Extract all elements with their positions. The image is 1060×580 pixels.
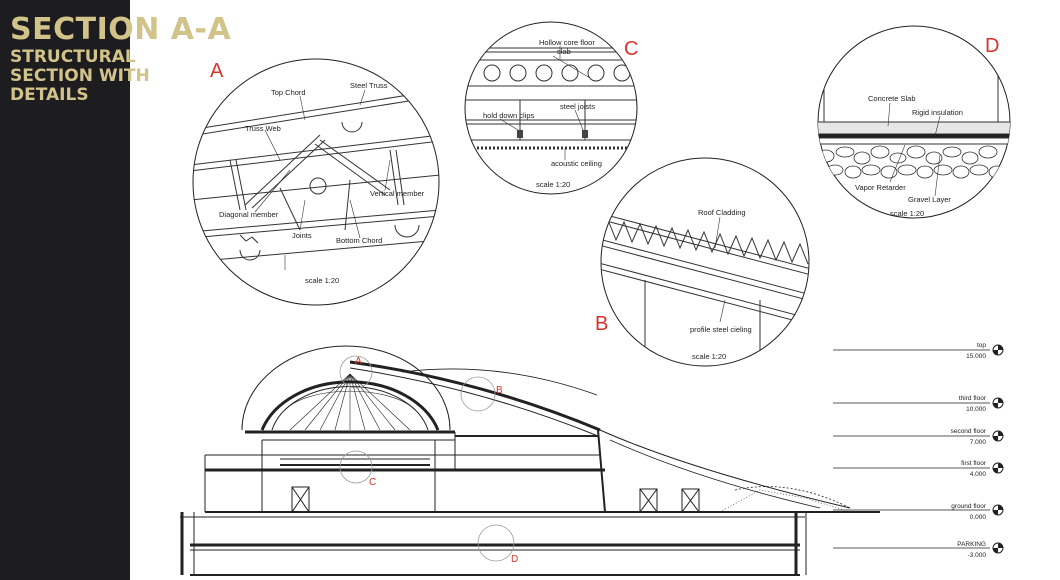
level-top-name: top	[977, 342, 986, 349]
label-bottom-chord: Bottom Chord	[336, 236, 382, 245]
dome-ribs	[284, 373, 416, 431]
label-steel-joists: steel joists	[560, 102, 595, 111]
marker-d-circle	[477, 524, 515, 562]
hollow-core-drawing	[465, 47, 637, 150]
label-gravel-layer: Gravel Layer	[908, 195, 951, 204]
slab-on-grade-drawing	[818, 30, 1010, 179]
detail-b-letter: B	[595, 313, 608, 335]
label-roof-cladding: Roof Cladding	[698, 208, 746, 217]
label-profile-steel-ceiling: profile steel cieling	[690, 325, 752, 334]
marker-c-label: C	[369, 477, 376, 488]
level-first-floor-value: 4.000	[970, 471, 987, 478]
detail-c-letter: C	[624, 38, 638, 60]
label-concrete-slab: Concrete Slab	[868, 94, 916, 103]
detail-a-scale: scale 1:20	[305, 276, 339, 285]
detail-d-letter: D	[985, 35, 999, 57]
detail-d-scale: scale 1:20	[890, 209, 924, 218]
level-marker-second-floor: second floor 7.000	[833, 428, 1004, 446]
title-block: SECTION A-A STRUCTURAL SECTION WITH DETA…	[10, 12, 231, 105]
level-second-floor-value: 7.000	[970, 439, 987, 446]
marker-c-circle	[339, 450, 373, 484]
level-top-value: 15.000	[966, 353, 986, 360]
level-marker-top: top 15.000	[833, 342, 1004, 360]
marker-b-circle	[460, 376, 496, 412]
roof-cladding-drawing	[601, 211, 809, 366]
detail-a-letter: A	[210, 60, 224, 82]
level-parking-value: -3.000	[968, 552, 987, 559]
label-joints: Joints	[292, 231, 312, 240]
level-marker-first-floor: first floor 4.000	[833, 460, 1004, 478]
section-subtitle-line-1: STRUCTURAL	[10, 47, 136, 67]
label-vapor-retarder: Vapor Retarder	[855, 183, 906, 192]
detail-a-circle	[192, 58, 440, 306]
level-marker-parking: PARKING -3.000	[833, 541, 1004, 559]
level-parking-name: PARKING	[957, 541, 986, 548]
level-third-floor-value: 10.000	[966, 406, 986, 413]
label-hollow-core-floor: Hollow core floor	[539, 38, 595, 47]
detail-b-scale: scale 1:20	[692, 352, 726, 361]
level-third-floor-name: third floor	[959, 395, 987, 402]
label-hold-down-clips: hold down clips	[483, 111, 535, 120]
label-slab: slab	[557, 47, 571, 56]
level-ground-floor-name: ground floor	[951, 503, 987, 510]
label-truss-web: Truss Web	[245, 124, 281, 133]
label-vertical-member: Vertical member	[370, 189, 425, 198]
marker-b-label: B	[496, 385, 503, 396]
detail-a: A	[192, 58, 440, 306]
label-top-chord: Top Chord	[271, 88, 306, 97]
label-rigid-insulation: Rigid insulation	[912, 108, 963, 117]
level-marker-third-floor: third floor 10.000	[833, 395, 1004, 413]
detail-c-scale: scale 1:20	[536, 180, 570, 189]
truss-drawing	[193, 89, 439, 263]
label-steel-truss: Steel Truss	[350, 81, 388, 90]
level-first-floor-name: first floor	[961, 460, 987, 467]
label-diagonal-member: Diagonal member	[219, 210, 279, 219]
label-acoustic-ceiling: acoustic ceiling	[551, 159, 602, 168]
level-second-floor-name: second floor	[951, 428, 987, 435]
section-title: SECTION A-A	[10, 12, 232, 47]
section-markers: A B C D	[339, 355, 518, 565]
detail-b-circle	[600, 157, 810, 367]
marker-d-label: D	[511, 554, 518, 565]
level-ground-floor-value: 0.000	[970, 514, 987, 521]
sidebar-panel	[0, 0, 130, 580]
marker-a-circle	[339, 355, 373, 389]
marker-a-label: A	[355, 356, 362, 367]
detail-b: B Roof Cladding profile steel cieling sc…	[595, 157, 810, 367]
detail-c: C Hollo	[464, 21, 638, 195]
level-markers: top 15.000 third floor 10.000 second flo…	[833, 342, 1004, 559]
main-section	[180, 345, 880, 576]
level-marker-ground-floor: ground floor 0.000	[833, 503, 1004, 521]
section-subtitle-line-2: SECTION WITH	[10, 66, 150, 86]
section-subtitle-line-3: DETAILS	[10, 85, 89, 105]
detail-d: D Co	[817, 25, 1011, 219]
